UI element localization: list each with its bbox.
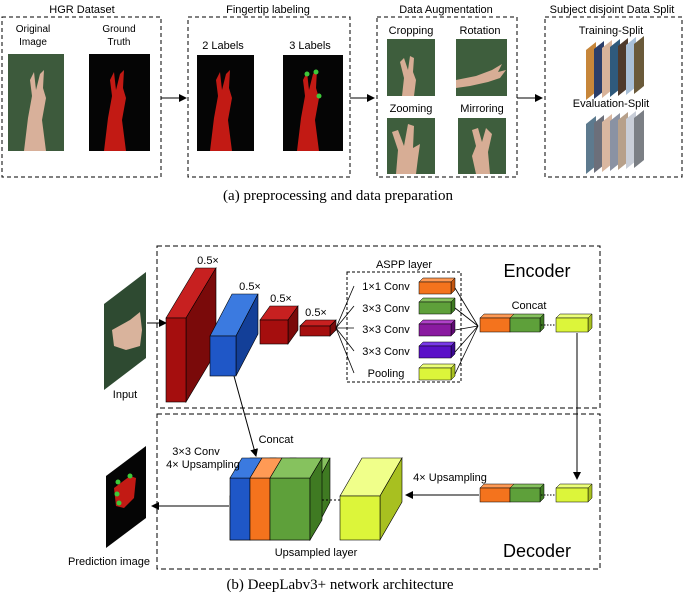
evaluation-image-stack: [586, 110, 644, 174]
encoder-concat-stack: [479, 313, 593, 333]
ground-label: Ground: [102, 24, 135, 35]
encoder-label: Encoder: [503, 261, 570, 281]
prediction-image: Prediction image: [68, 446, 150, 568]
training-split-label: Training-Split: [579, 25, 643, 37]
skip-connection-arrow: [233, 375, 259, 457]
mirroring-label: Mirroring: [460, 103, 503, 115]
three-labels-label: 3 Labels: [289, 40, 331, 52]
encoder-block-1: [165, 266, 217, 404]
stage-data-augmentation: Data Augmentation Cropping Rotation Zoom…: [376, 4, 518, 178]
zooming-label: Zooming: [390, 103, 433, 115]
original-label: Original: [16, 24, 50, 35]
stage-data-split: Subject disjoint Data Split Training-Spl…: [544, 4, 683, 178]
aspp-block-violet: [418, 341, 456, 359]
encoder-box: [156, 245, 601, 409]
rotation-photo: [456, 39, 507, 96]
decoder-concat-block: [229, 456, 331, 542]
original-photo: [8, 54, 64, 151]
concat-label-encoder: Concat: [512, 300, 547, 312]
rotation-label: Rotation: [460, 25, 501, 37]
aspp-item-1x1-conv: 1×1 Conv: [362, 281, 410, 293]
two-labels-mask: [197, 55, 254, 151]
stage-title: Data Augmentation: [399, 4, 493, 16]
scale-label: 0.5×: [197, 255, 219, 267]
panel-a: HGR Dataset Original Image Ground Truth …: [1, 4, 683, 204]
upsampling-label-right: 4× Upsampling: [413, 472, 487, 484]
ground-truth-mask: [89, 54, 150, 151]
stage-fingertip-labeling: Fingertip labeling 2 Labels 3 Labels: [187, 4, 351, 178]
aspp-block-purple: [418, 319, 456, 337]
upsampled-layer-label: Upsampled layer: [275, 547, 358, 559]
evaluation-split-label: Evaluation-Split: [573, 98, 649, 110]
scale-label: 0.5×: [239, 281, 261, 293]
decoder-label: Decoder: [503, 541, 571, 561]
aspp-item-3x3-conv-1: 3×3 Conv: [362, 303, 410, 315]
upsampling-label-left: 4× Upsampling: [166, 459, 240, 471]
decoder-box: [156, 413, 601, 570]
concat-label-decoder: Concat: [259, 434, 294, 446]
input-label: Input: [113, 389, 137, 401]
aspp-merge-lines: [454, 287, 479, 375]
two-labels-label: 2 Labels: [202, 40, 244, 52]
cropping-label: Cropping: [389, 25, 434, 37]
stage-title: Fingertip labeling: [226, 4, 310, 16]
aspp-block-green: [418, 297, 456, 315]
training-image-stack: [586, 36, 644, 100]
zooming-photo: [387, 118, 435, 174]
scale-label: 0.5×: [270, 293, 292, 305]
encoder-block-2: [209, 293, 259, 377]
aspp-block-orange: [418, 277, 456, 295]
aspp-item-pooling: Pooling: [368, 368, 405, 380]
cropping-photo: [387, 39, 435, 96]
stage-title: HGR Dataset: [49, 4, 114, 16]
truth-label: Truth: [108, 37, 131, 48]
upsampled-block: [339, 456, 403, 542]
caption-b: (b) DeepLabv3+ network architecture: [226, 577, 453, 593]
stage-hgr-dataset: HGR Dataset Original Image Ground Truth: [1, 4, 162, 178]
conv-label: 3×3 Conv: [172, 446, 220, 458]
image-label: Image: [19, 37, 47, 48]
aspp-item-3x3-conv-2: 3×3 Conv: [362, 324, 410, 336]
aspp-box: [346, 271, 462, 383]
panel-b: Encoder Decoder Input 0.5× 0.5× 0.5×: [68, 245, 601, 593]
scale-label: 0.5×: [305, 307, 327, 319]
encoder-block-3: [259, 305, 299, 345]
prediction-label: Prediction image: [68, 556, 150, 568]
stage-title: Subject disjoint Data Split: [550, 4, 675, 16]
three-labels-mask: [283, 55, 343, 151]
aspp-title: ASPP layer: [376, 259, 432, 271]
aspp-item-3x3-conv-3: 3×3 Conv: [362, 346, 410, 358]
aspp-fan-lines: [335, 285, 355, 374]
decoder-input-stack: [479, 483, 593, 503]
aspp-block-lime: [418, 363, 456, 381]
mirroring-photo: [458, 118, 506, 174]
caption-a: (a) preprocessing and data preparation: [223, 188, 453, 204]
encoder-block-4: [299, 319, 337, 337]
input-image: Input: [104, 272, 146, 401]
